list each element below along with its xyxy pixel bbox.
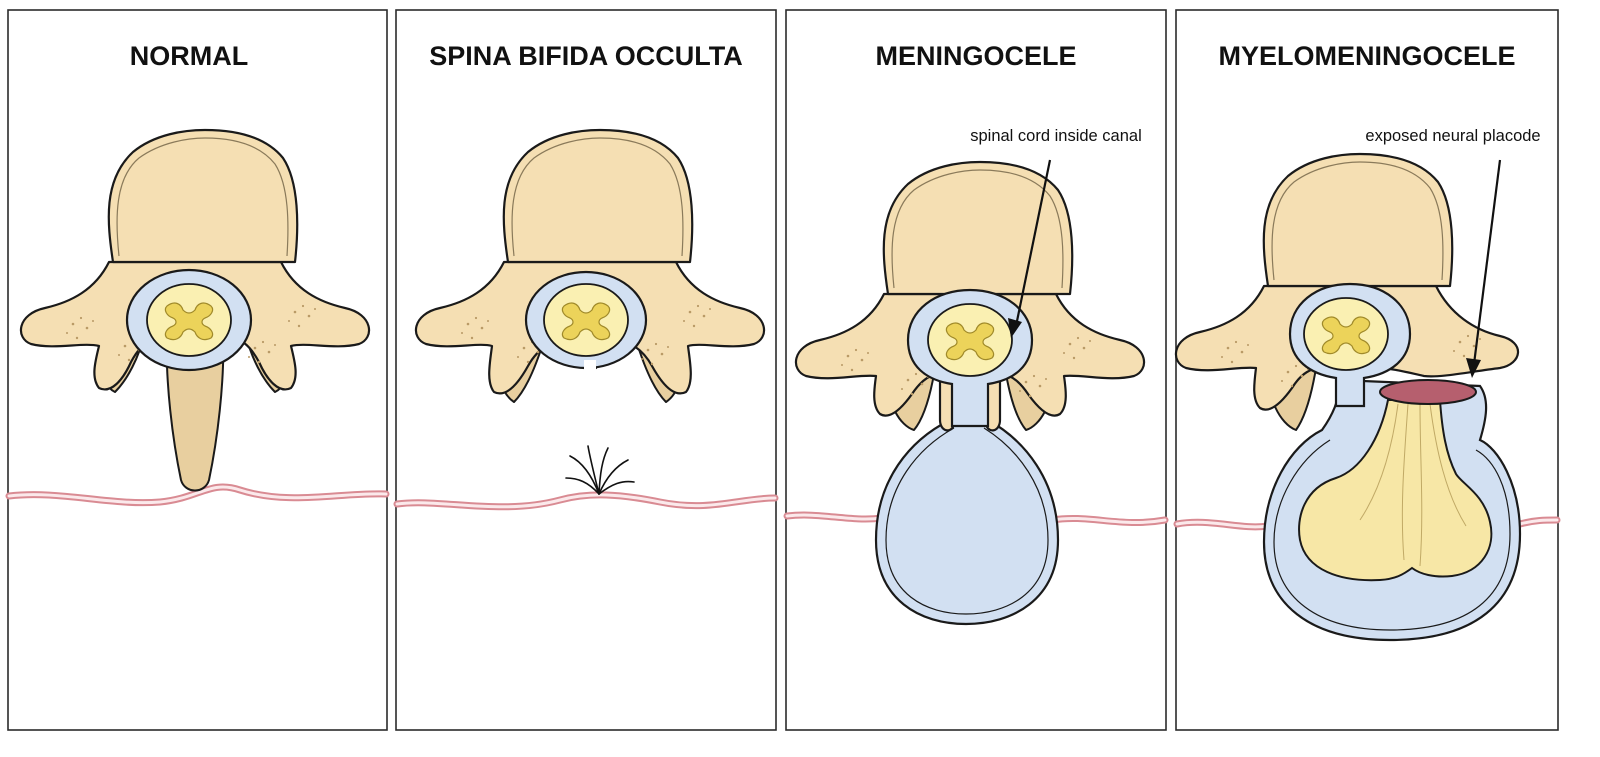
callout-label: spinal cord inside canal: [970, 127, 1142, 145]
spinal-cord: [1303, 297, 1389, 371]
panel-title: NORMAL: [130, 41, 248, 71]
panel-normal: NORMAL: [5, 9, 390, 731]
spinous-process: [165, 331, 225, 492]
myelomeningocele-sac: [1262, 378, 1522, 642]
vertebra: [19, 128, 371, 492]
panel-occulta: SPINA BIFIDA OCCULTA: [393, 9, 779, 731]
vertebra: [414, 128, 766, 403]
callout-arrow: [1008, 159, 1052, 338]
spinal-cord: [146, 283, 232, 357]
skin-line: [1173, 516, 1561, 531]
callout-arrow: [1466, 159, 1502, 378]
skin-line: [783, 511, 1169, 526]
panel-title: MYELOMENINGOCELE: [1218, 41, 1515, 71]
neural-placode: [1379, 379, 1477, 405]
callout-label: exposed neural placode: [1365, 127, 1540, 145]
vertebra: [794, 160, 1146, 432]
panel-title: MENINGOCELE: [875, 41, 1076, 71]
skin-line: [5, 483, 390, 507]
skin-line: [393, 491, 779, 511]
hair-tuft-icon: [565, 445, 635, 495]
panel-myelomeningocele: MYELOMENINGOCELE: [1173, 9, 1561, 731]
vertebra: [1174, 152, 1520, 431]
spinal-cord: [543, 283, 629, 357]
panel-title: SPINA BIFIDA OCCULTA: [429, 41, 742, 71]
panel-meningocele: MENINGOCELE sp: [783, 9, 1169, 731]
spinal-cord: [927, 303, 1013, 377]
